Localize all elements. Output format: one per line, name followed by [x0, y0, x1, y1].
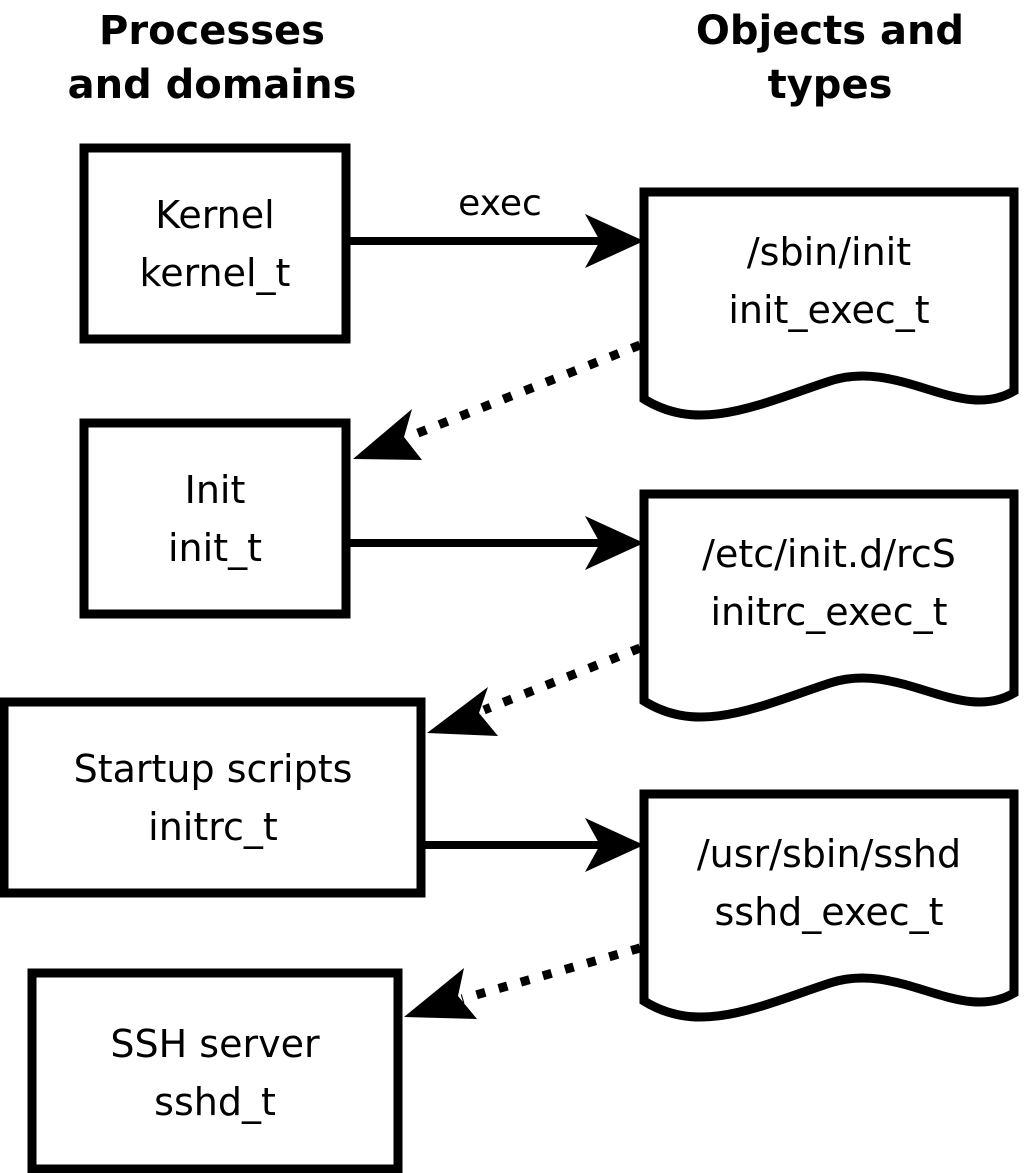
node-etc-initd-rcs-line1: /etc/init.d/rcS	[702, 532, 956, 576]
edge-sshdexec-transition-sshd	[404, 943, 642, 1019]
edge-init-exec-rcs	[350, 516, 644, 570]
edge-initrcexec-transition-initrc-line	[482, 643, 642, 715]
node-etc-initd-rcs-document[interactable]	[639, 489, 1019, 722]
node-kernel[interactable]: Kernel kernel_t	[79, 143, 351, 344]
node-ssh-server-line1: SSH server	[110, 1022, 320, 1066]
node-startup-scripts-box[interactable]	[0, 697, 426, 898]
edge-initexec-transition-init-line	[406, 340, 642, 442]
node-sbin-init[interactable]: /sbin/init init_exec_t	[639, 187, 1019, 420]
column-title-processes-line2: and domains	[68, 62, 357, 108]
edge-sshdexec-transition-sshd-line	[460, 943, 642, 1004]
node-usr-sbin-sshd-line2: sshd_exec_t	[714, 890, 943, 934]
node-init-box[interactable]	[79, 418, 351, 619]
node-startup-scripts[interactable]: Startup scripts initrc_t	[0, 697, 426, 898]
edge-initexec-transition-init-arrowhead	[353, 409, 422, 460]
node-ssh-server[interactable]: SSH server sshd_t	[27, 968, 403, 1173]
column-title-objects-line1: Objects and	[696, 8, 964, 54]
edge-label-exec: exec	[458, 183, 542, 224]
node-ssh-server-box[interactable]	[27, 968, 403, 1173]
edge-init-exec-rcs-arrowhead	[585, 516, 644, 570]
node-startup-scripts-line2: initrc_t	[148, 805, 278, 849]
node-kernel-line1: Kernel	[155, 193, 274, 237]
node-sbin-init-document[interactable]	[639, 187, 1019, 420]
node-ssh-server-line2: sshd_t	[154, 1080, 276, 1124]
node-init-line1: Init	[185, 468, 246, 512]
node-usr-sbin-sshd-line1: /usr/sbin/sshd	[697, 832, 961, 876]
edge-initexec-transition-init	[353, 340, 642, 460]
node-kernel-box[interactable]	[79, 143, 351, 344]
edge-initrcexec-transition-initrc	[427, 643, 642, 736]
column-title-objects: Objects and types	[696, 8, 964, 108]
node-kernel-line2: kernel_t	[140, 251, 291, 295]
node-usr-sbin-sshd-document[interactable]	[639, 789, 1019, 1022]
edge-initrc-exec-sshd	[425, 818, 644, 872]
node-usr-sbin-sshd[interactable]: /usr/sbin/sshd sshd_exec_t	[639, 789, 1019, 1022]
edge-kernel-exec-init: exec	[350, 183, 644, 268]
node-sbin-init-line2: init_exec_t	[728, 288, 929, 332]
edge-kernel-exec-init-arrowhead	[585, 214, 644, 268]
node-startup-scripts-line1: Startup scripts	[74, 747, 353, 791]
edge-initrcexec-transition-initrc-arrowhead	[427, 687, 498, 736]
node-init-line2: init_t	[168, 526, 262, 570]
edge-sshdexec-transition-sshd-arrowhead	[404, 968, 477, 1019]
column-title-processes: Processes and domains	[68, 8, 357, 108]
node-sbin-init-line1: /sbin/init	[747, 230, 911, 274]
node-init[interactable]: Init init_t	[79, 418, 351, 619]
edge-initrc-exec-sshd-arrowhead	[585, 818, 644, 872]
node-etc-initd-rcs-line2: initrc_exec_t	[711, 590, 948, 634]
column-title-objects-line2: types	[768, 62, 893, 108]
node-etc-initd-rcs[interactable]: /etc/init.d/rcS initrc_exec_t	[639, 489, 1019, 722]
column-title-processes-line1: Processes	[99, 8, 325, 54]
